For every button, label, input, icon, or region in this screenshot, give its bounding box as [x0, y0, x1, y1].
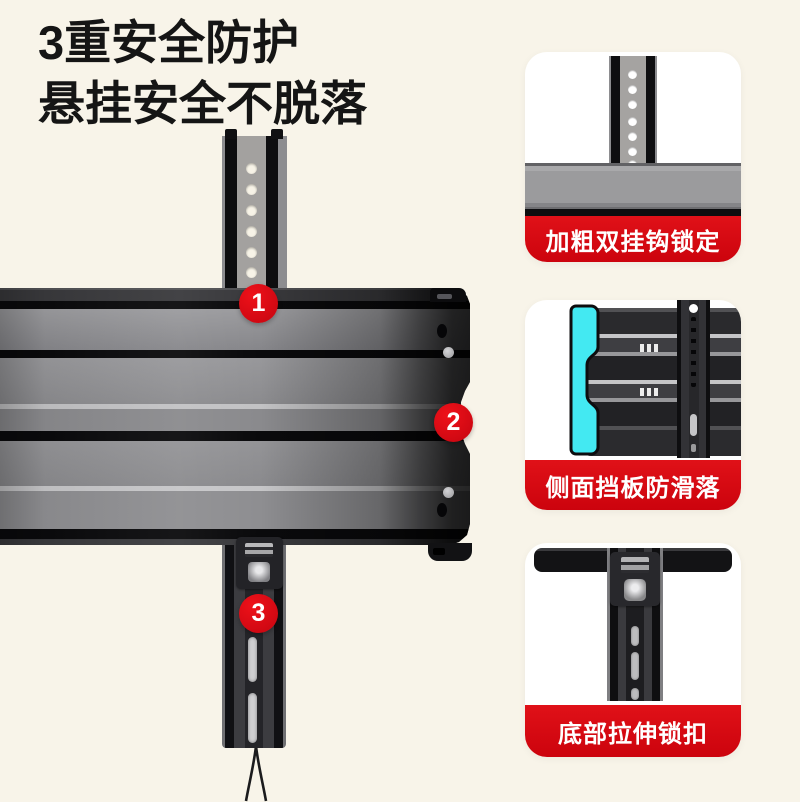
strap-hole: [246, 184, 257, 195]
callout-badge-3: 3: [239, 594, 278, 633]
rail-vent-dashes: [640, 344, 659, 352]
hook-strap-closeup: [609, 56, 657, 170]
lock-strip-slot: [248, 693, 257, 743]
strap-hole: [628, 100, 637, 109]
pull-string: [244, 745, 268, 802]
lock-strip-slot: [631, 626, 639, 646]
strap-hole: [246, 267, 257, 278]
page-title: 3重安全防护 悬挂安全不脱落: [38, 12, 367, 134]
strap-hole: [628, 147, 637, 156]
rail-rivet: [443, 487, 454, 498]
rail-rivet: [443, 347, 454, 358]
callout-badge-2: 2: [434, 403, 473, 442]
detail-card-label-1: 加粗双挂钩锁定: [525, 216, 741, 262]
bracket-hole: [689, 304, 698, 313]
strap-hole: [246, 163, 257, 174]
bracket-hole-dots: [691, 317, 696, 387]
bottom-lock-bracket: [236, 537, 283, 589]
detail-card-hook-lock: 加粗双挂钩锁定: [525, 52, 741, 262]
strap-hole: [628, 70, 637, 79]
callout-badge-1: 1: [239, 284, 278, 323]
bracket-slot-small: [691, 444, 696, 452]
page-title-line1: 3重安全防护: [38, 16, 300, 69]
rail-top-clip: [430, 288, 466, 302]
strap-hole: [246, 247, 257, 258]
hanging-hook-strap: [222, 129, 287, 302]
detail-card-side-baffle: 侧面挡板防滑落: [525, 300, 741, 510]
strap-hole: [628, 85, 637, 94]
lock-bracket-closeup: [610, 552, 660, 606]
strap-top-tab-right: [271, 129, 283, 139]
rail-closeup: [525, 163, 741, 218]
page-title-line2: 悬挂安全不脱落: [38, 77, 367, 130]
side-baffle-highlight: [569, 304, 600, 456]
lock-strip-slot: [248, 637, 257, 682]
rail-side-closeup: [581, 308, 741, 456]
bracket-slot: [690, 414, 697, 436]
detail-card-bottom-lock: 底部拉伸锁扣: [525, 543, 741, 757]
mount-rail: [0, 288, 470, 545]
detail-card-label-3: 底部拉伸锁扣: [525, 705, 741, 757]
detail-card-label-2: 侧面挡板防滑落: [525, 460, 741, 510]
lock-strip-slot: [631, 688, 639, 700]
strap-hole: [628, 132, 637, 141]
strap-hole: [246, 205, 257, 216]
strap-top-tab-left: [225, 129, 237, 139]
rail-bottom-clip: [428, 543, 472, 561]
strap-hole: [628, 117, 637, 126]
rail-vent-dashes: [640, 388, 659, 396]
lock-strip-slot: [631, 652, 639, 680]
vertical-bracket-closeup: [677, 300, 710, 458]
rail-hole: [437, 503, 447, 517]
strap-hole: [246, 226, 257, 237]
rail-hole: [437, 324, 447, 338]
